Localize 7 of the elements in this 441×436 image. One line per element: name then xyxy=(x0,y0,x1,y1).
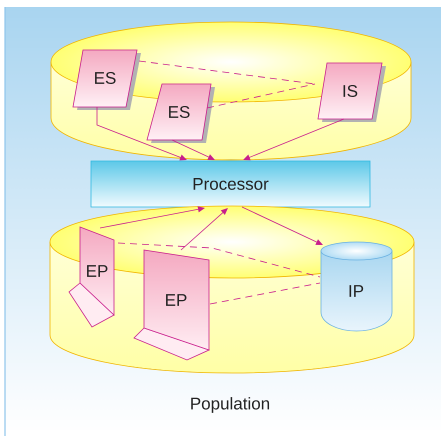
dashed-line xyxy=(206,84,316,108)
text-label: Population xyxy=(191,397,270,413)
dashed-line xyxy=(210,282,320,304)
dashed-line xyxy=(138,60,316,84)
arrow xyxy=(180,208,228,250)
processor-box: Processor xyxy=(90,160,370,208)
dashed-line xyxy=(118,242,320,278)
